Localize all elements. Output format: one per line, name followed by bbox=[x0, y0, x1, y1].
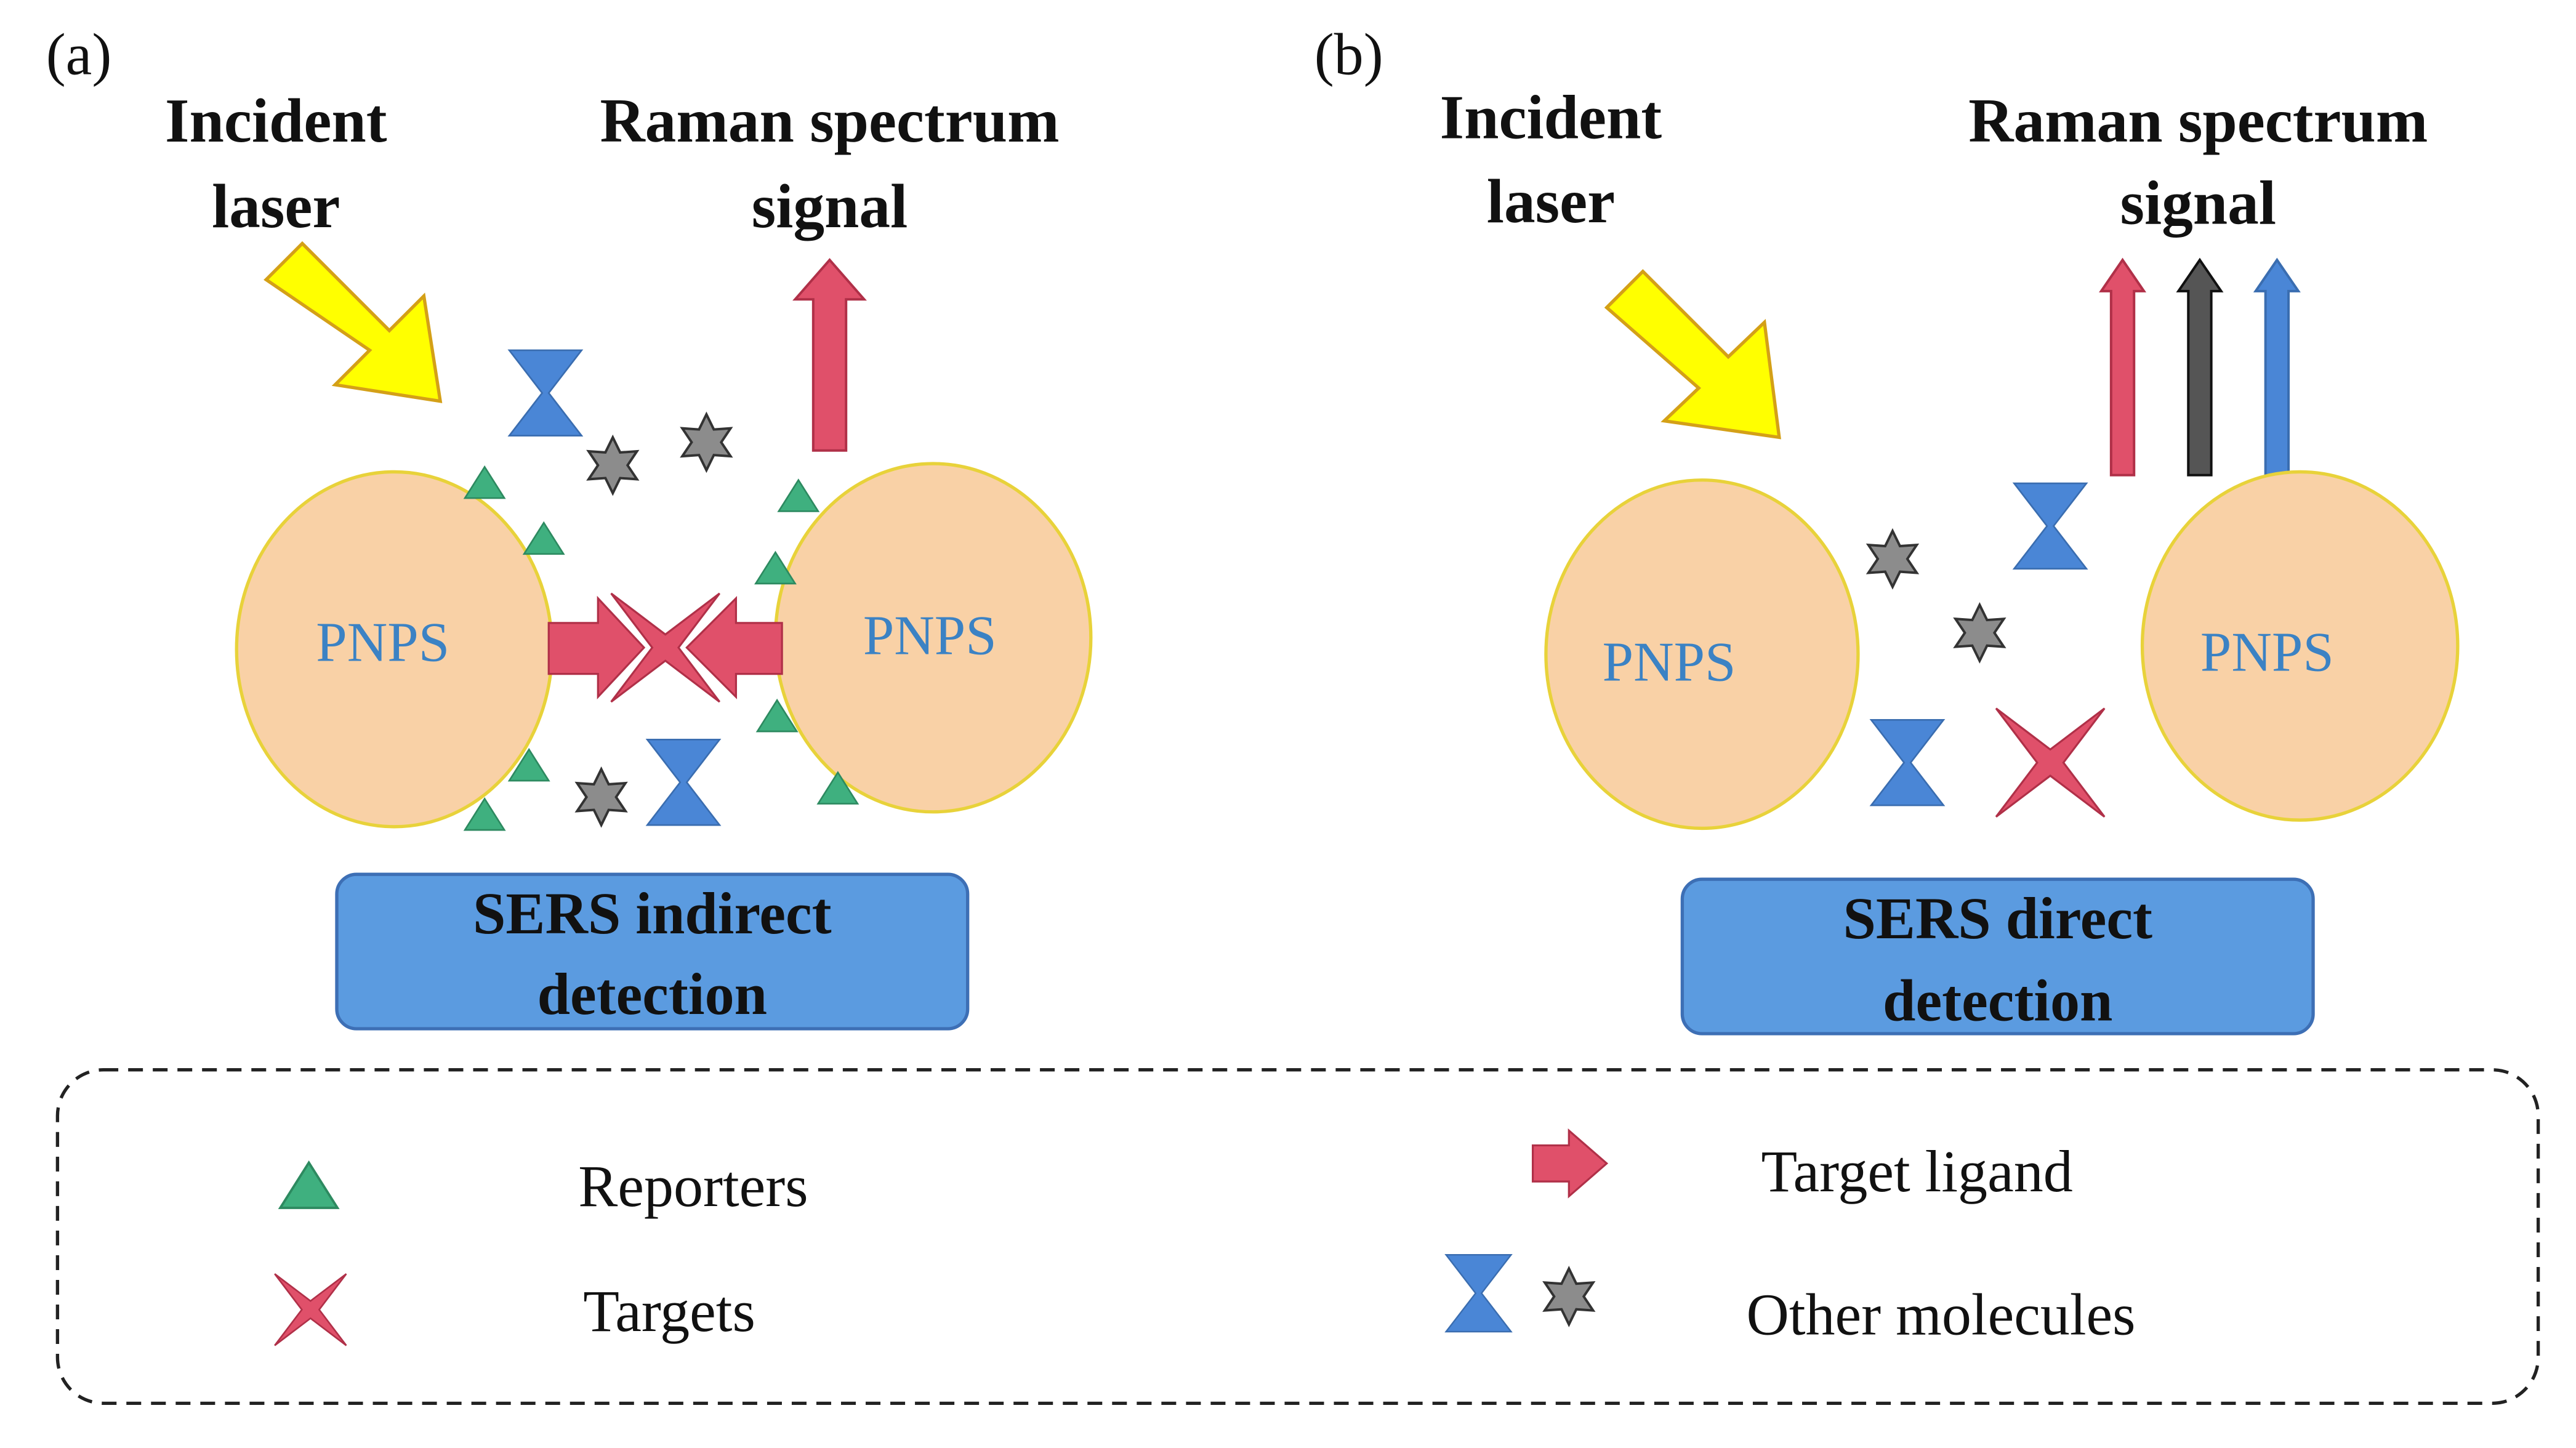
legend-targets-label: Targets bbox=[583, 1278, 755, 1344]
incident-laser-arrow bbox=[264, 241, 443, 403]
panel-b-laser-label-line1: Incident bbox=[1440, 83, 1662, 152]
detection-box-a-line1: SERS indirect bbox=[473, 880, 832, 946]
panel-b-raman-label-line1: Raman spectrum bbox=[1968, 86, 2428, 155]
detection-box-a bbox=[335, 872, 970, 1031]
reporter-triangle bbox=[464, 466, 505, 499]
legend-target-ligand-icon bbox=[1531, 1128, 1609, 1199]
detection-box-b-line2: detection bbox=[1883, 968, 2112, 1034]
target-ligand-arrow-right bbox=[685, 596, 783, 699]
panel-a-laser-label-line2: laser bbox=[212, 172, 340, 241]
detection-box-a-line2: detection bbox=[537, 961, 767, 1027]
particle-right-label: PNPS bbox=[2200, 621, 2334, 683]
legend-hourglass-icon bbox=[1444, 1253, 1513, 1333]
legend-star-icon bbox=[1545, 1269, 1593, 1325]
target-ligand-arrow-left bbox=[547, 595, 646, 700]
particle-left-label: PNPS bbox=[316, 611, 449, 673]
particle-left bbox=[1544, 478, 1860, 831]
panel-b: (b) Incident laser Raman spectrum signal… bbox=[1314, 22, 2460, 1036]
legend-other-molecules-label: Other molecules bbox=[1746, 1281, 2135, 1347]
reporter-triangle bbox=[523, 521, 565, 555]
panel-a-raman-label-line1: Raman spectrum bbox=[600, 86, 1059, 155]
hourglass-molecule bbox=[1870, 718, 1945, 806]
particle-right bbox=[2140, 470, 2460, 822]
raman-signal-arrow-gray bbox=[2176, 257, 2224, 477]
particle-right-label: PNPS bbox=[863, 605, 997, 667]
star-molecule bbox=[589, 437, 637, 493]
legend-border bbox=[55, 1068, 2540, 1406]
legend-reporters-label: Reporters bbox=[578, 1153, 808, 1219]
particle-left-label: PNPS bbox=[1603, 630, 1736, 693]
panel-a-raman-label-line2: signal bbox=[752, 172, 908, 241]
legend: Reporters Targets Target ligand Other mo… bbox=[55, 1068, 2540, 1406]
star-molecule bbox=[577, 769, 625, 825]
hourglass-molecule bbox=[646, 739, 721, 826]
detection-box-b bbox=[1680, 877, 2315, 1036]
incident-laser-arrow bbox=[1604, 269, 1781, 440]
star-molecule bbox=[682, 414, 730, 470]
detection-box-b-line1: SERS direct bbox=[1843, 885, 2152, 951]
panel-a-laser-label-line1: Incident bbox=[165, 86, 387, 155]
raman-signal-arrow-red bbox=[2099, 257, 2147, 477]
hourglass-molecule bbox=[2013, 482, 2088, 570]
star-molecule bbox=[1955, 605, 2003, 661]
raman-signal-arrow-blue bbox=[2253, 257, 2301, 477]
target-molecule bbox=[1995, 707, 2106, 818]
reporter-triangle bbox=[778, 479, 819, 512]
panel-b-laser-label-line2: laser bbox=[1487, 167, 1615, 236]
panel-b-label: (b) bbox=[1314, 22, 1383, 87]
star-molecule bbox=[1869, 531, 1917, 587]
panel-a-label: (a) bbox=[46, 22, 112, 87]
panel-a: (a) Incident laser Raman spectrum signal… bbox=[46, 22, 1093, 1031]
raman-signal-arrow bbox=[792, 258, 867, 452]
panel-b-raman-label-line2: signal bbox=[2120, 168, 2277, 237]
legend-reporter-icon bbox=[278, 1160, 340, 1209]
legend-target-ligand-label: Target ligand bbox=[1761, 1138, 2072, 1204]
hourglass-molecule bbox=[508, 349, 582, 437]
legend-target-icon bbox=[274, 1273, 347, 1346]
